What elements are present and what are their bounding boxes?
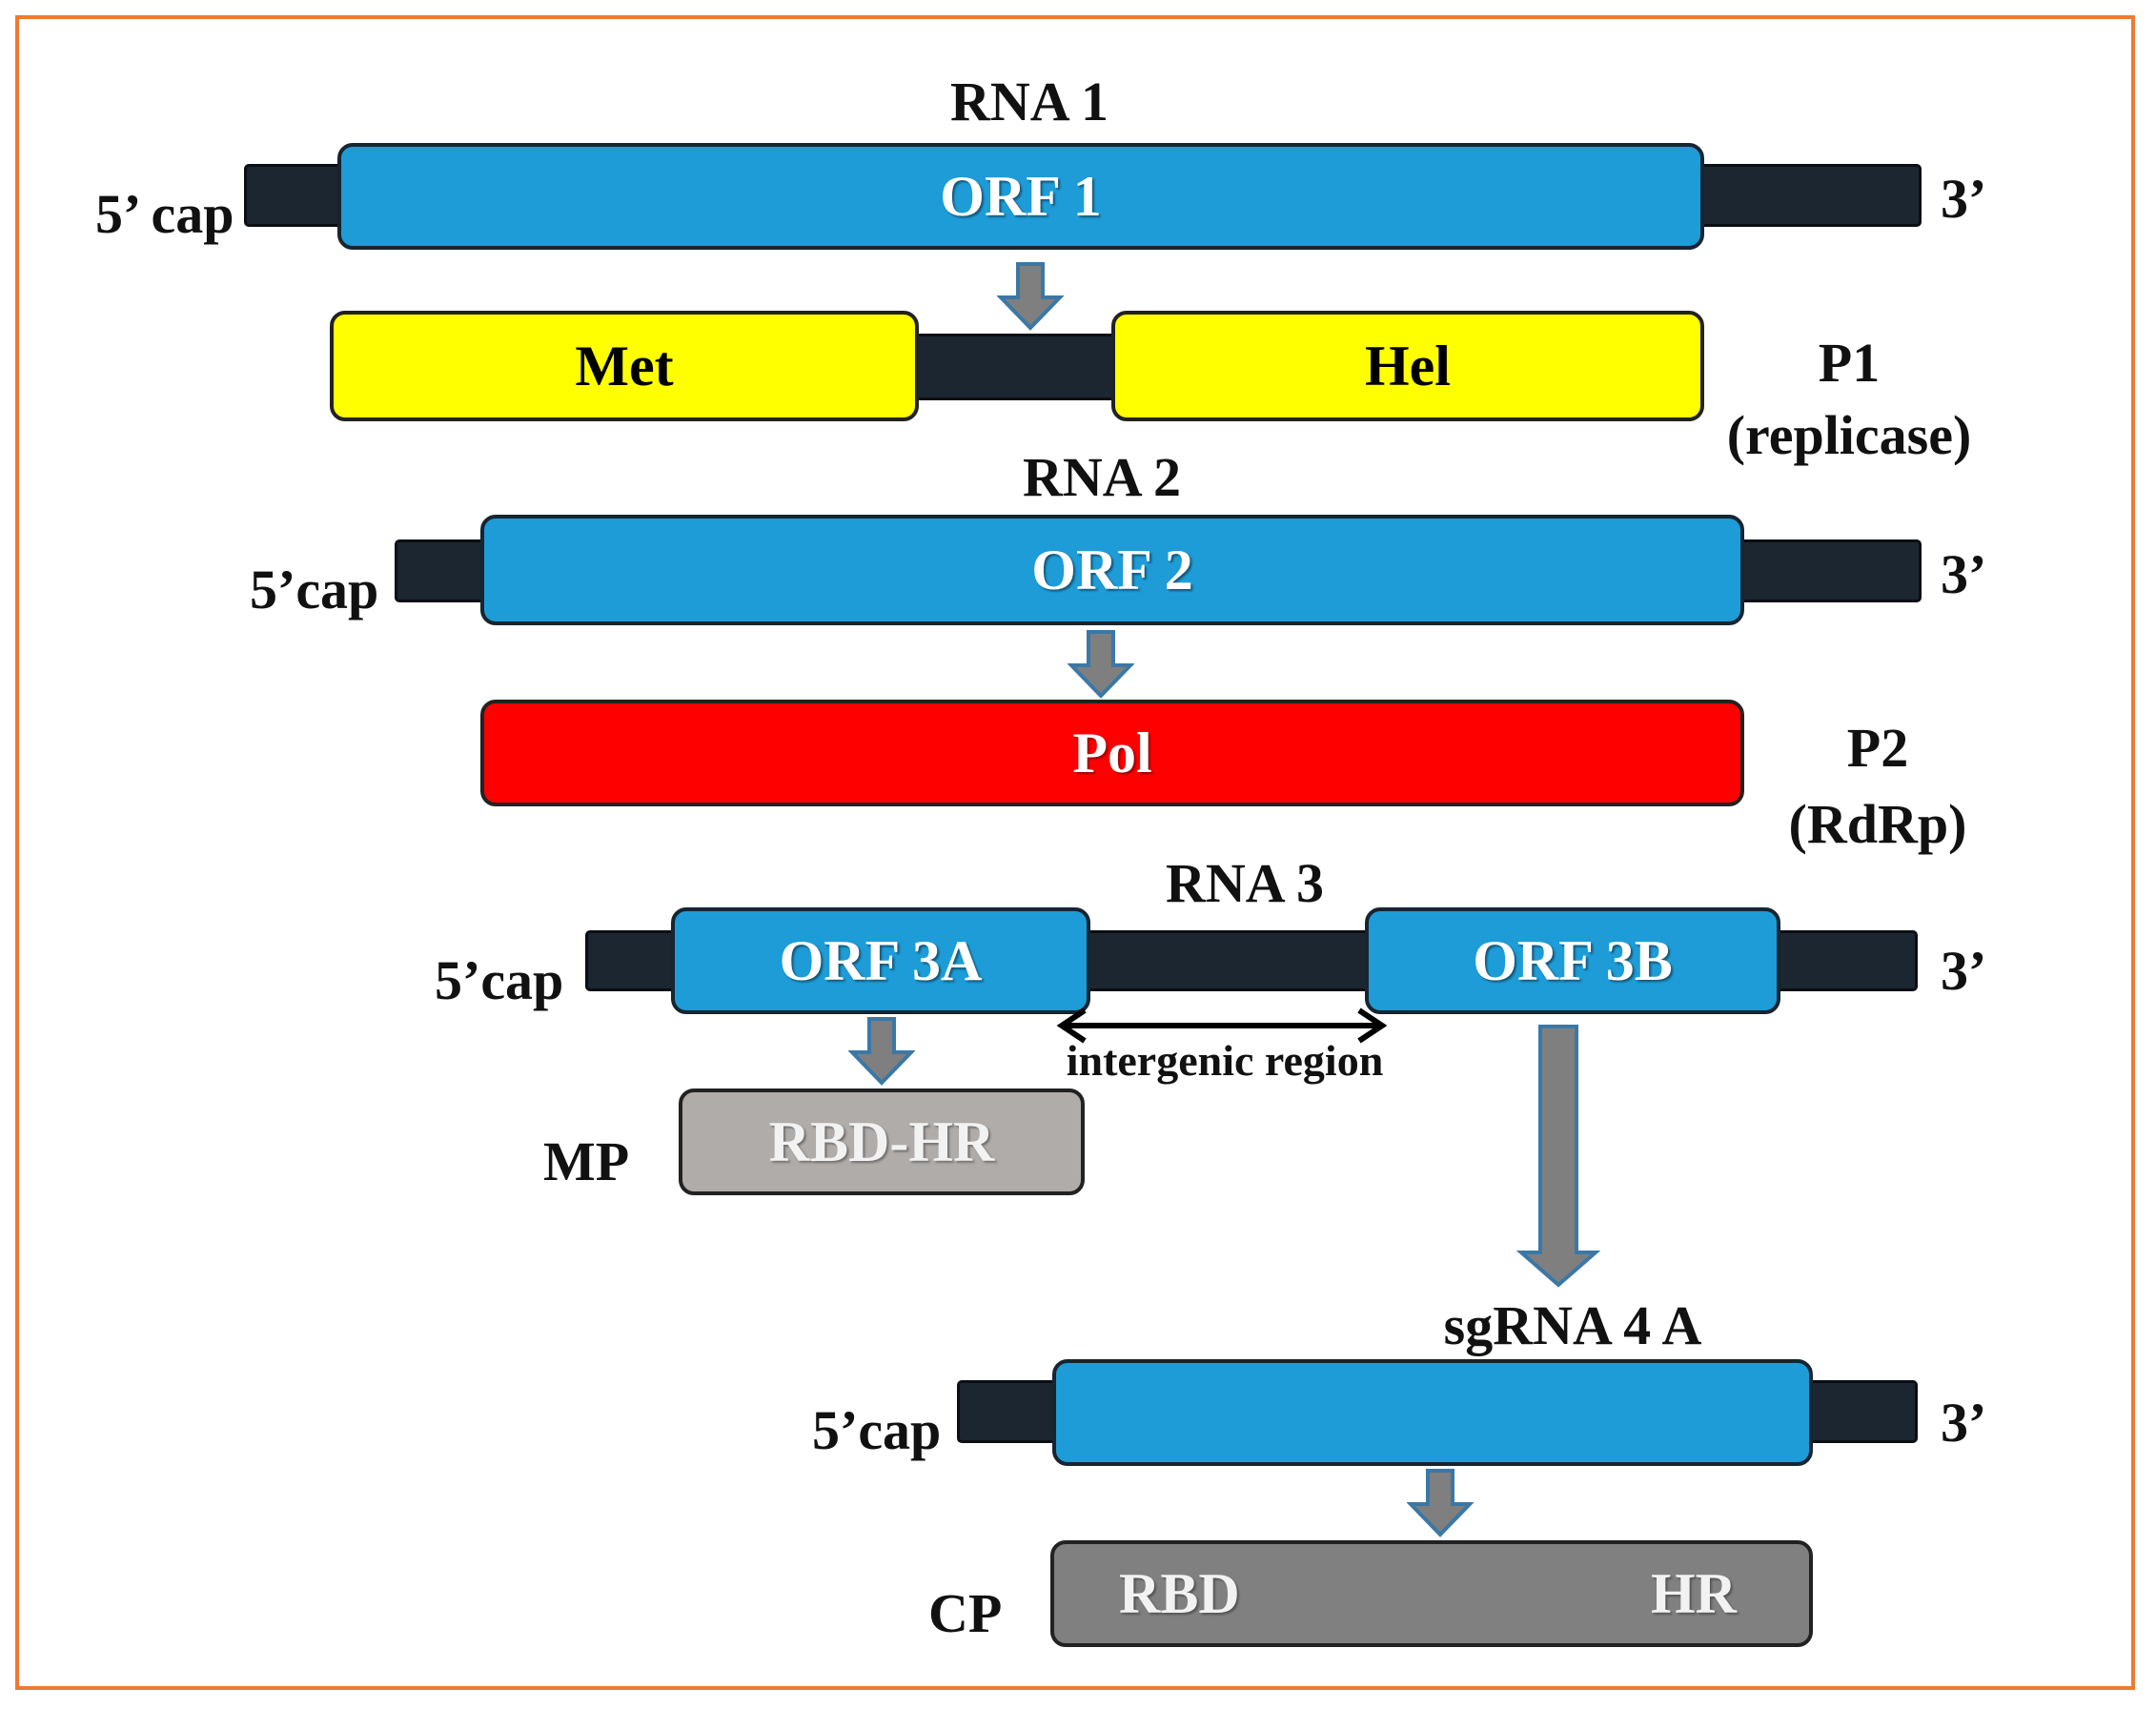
rna2-orf2: ORF 2: [480, 515, 1744, 625]
intergenic-double-arrow: [1056, 1007, 1388, 1044]
sgrna-3utr: [1803, 1380, 1918, 1443]
cp-hr-label: HR: [1651, 1561, 1737, 1625]
p1-linker: [915, 334, 1125, 400]
mp-rbd-hr-domain: RBD-HR: [679, 1088, 1085, 1195]
rna3-orf3a: ORF 3A: [671, 907, 1090, 1014]
cp-domain-box: RBD HR: [1050, 1540, 1813, 1647]
sgrna-5prime-label: 5’cap: [812, 1399, 942, 1461]
sgrna-title: sgRNA 4 A: [1443, 1294, 1702, 1356]
rna2-title: RNA 2: [1023, 446, 1181, 508]
rna2-3utr: [1733, 539, 1922, 602]
cp-rbd-label: RBD: [1119, 1561, 1240, 1625]
rna3-title: RNA 3: [1166, 852, 1324, 914]
cp-label: CP: [928, 1582, 1003, 1644]
p1-sublabel: (replicase): [1726, 404, 1972, 466]
sgrna-orf: [1052, 1359, 1813, 1466]
rna1-orf1: ORF 1: [337, 143, 1704, 250]
arrow-orf3a-mp: [848, 1017, 915, 1086]
p2-sublabel: (RdRp): [1788, 793, 1967, 855]
rna3-3utr: [1771, 930, 1918, 991]
rna3-5prime-label: 5’cap: [435, 949, 564, 1011]
rna2-3prime-label: 3’: [1941, 543, 1987, 605]
diagram-frame: [15, 15, 2135, 1690]
rna1-5utr: [244, 164, 349, 227]
rna1-3utr: [1693, 164, 1922, 227]
arrow-sgrna-cp: [1407, 1469, 1474, 1537]
rna2-5utr: [395, 539, 490, 602]
rna3-orf3b: ORF 3B: [1365, 907, 1780, 1014]
arrow-orf2-pol: [1068, 630, 1134, 699]
rna1-title: RNA 1: [950, 71, 1109, 132]
p1-label: P1: [1818, 332, 1881, 394]
intergenic-region-label: intergenic region: [1066, 1036, 1384, 1085]
p1-met-domain: Met: [330, 311, 919, 421]
sgrna-5utr: [957, 1380, 1066, 1443]
rna3-intergenic-segment: [1081, 930, 1378, 991]
p1-hel-domain: Hel: [1111, 311, 1704, 421]
arrow-orf1-p1: [997, 262, 1064, 331]
arrow-orf3b-sgrna: [1515, 1025, 1601, 1288]
rna1-5prime-label: 5’ cap: [95, 183, 234, 245]
rna2-5prime-label: 5’cap: [250, 559, 379, 621]
rna3-5utr: [585, 930, 681, 991]
sgrna-3prime-label: 3’: [1941, 1392, 1987, 1454]
mp-label: MP: [543, 1130, 630, 1192]
rna3-3prime-label: 3’: [1941, 940, 1987, 1002]
rna1-3prime-label: 3’: [1941, 168, 1987, 230]
p2-label: P2: [1846, 717, 1909, 779]
p2-pol-domain: Pol: [480, 700, 1744, 806]
